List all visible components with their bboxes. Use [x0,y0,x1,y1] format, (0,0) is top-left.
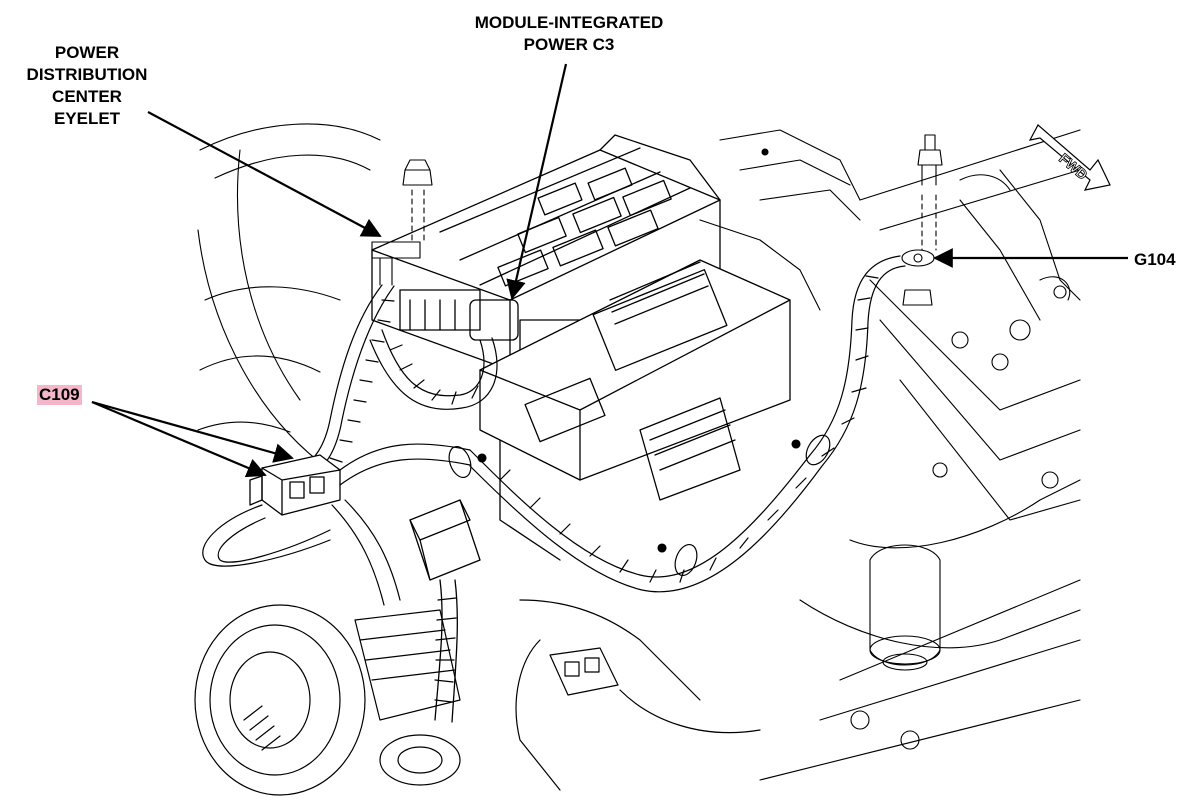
module-power-line-2: POWER C3 [523,35,615,54]
module-housing [479,259,791,561]
leader-c109-upper [91,400,294,463]
c109-label: C109 [37,385,82,405]
relay-block [409,499,481,723]
fwd-direction-arrow: FWD [1028,124,1111,191]
leader-module-power [506,63,568,300]
pdc-eyelet-line-2: DISTRIBUTION [26,65,148,84]
g104-ground-stud [901,134,943,306]
module-power-line-1: MODULE-INTEGRATED [474,13,664,32]
pdc-eyelet-line-4: EYELET [53,109,121,128]
g104-label: G104 [1134,250,1176,269]
fwd-label: FWD [1056,150,1091,183]
pdc-eyelet-line-1: POWER [54,43,120,62]
wire-harness-main [448,255,906,593]
brake-booster [194,604,461,796]
leader-c109-lower [91,400,267,478]
leader-lines [91,63,1128,478]
lower-connector [515,599,761,791]
c109-connector [249,454,341,516]
right-frame-rail [759,129,1081,781]
leader-pdc-eyelet [147,111,382,237]
harness-retainers [477,148,801,553]
cowl-bracket [699,129,1081,321]
module-power-label: MODULE-INTEGRATED POWER C3 [440,12,698,56]
pdc-eyelet-stud [371,159,433,286]
wire-harness-lower-left [202,443,471,606]
left-fender-outline [197,123,381,471]
pdc-eyelet-line-3: CENTER [52,87,122,106]
pdc-eyelet-label: POWER DISTRIBUTION CENTER EYELET [8,42,166,130]
